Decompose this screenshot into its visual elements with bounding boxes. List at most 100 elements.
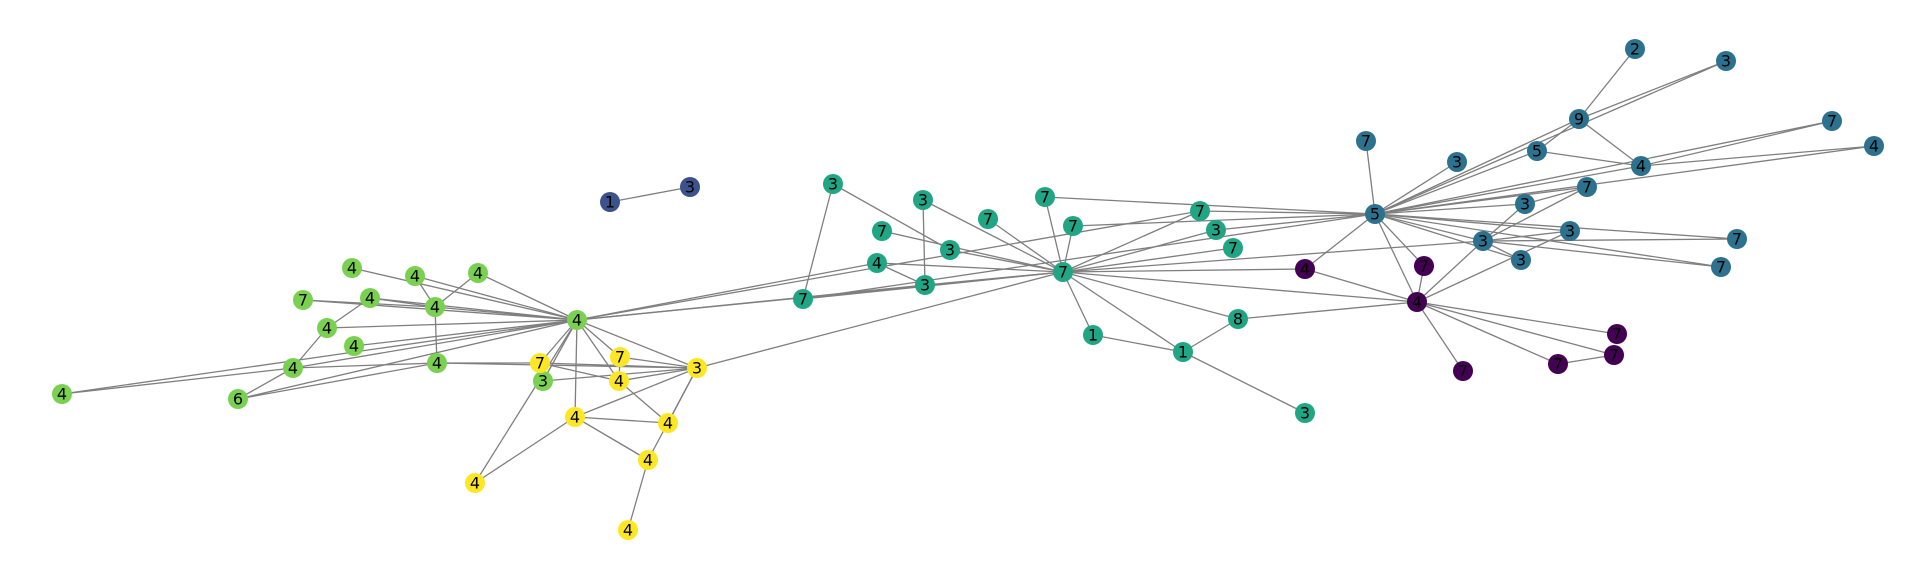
edge-t3-t9	[1374, 120, 1833, 215]
node-circle	[680, 177, 700, 197]
node-label: 8	[1233, 310, 1243, 329]
node-circle	[610, 347, 630, 367]
node-s12: 7	[1223, 238, 1243, 258]
edge-g10-g12	[61, 319, 578, 395]
node-circle	[1625, 39, 1645, 59]
edge-s14-p1	[1062, 268, 1306, 273]
node-circle	[52, 384, 72, 404]
node-y4: 3	[687, 358, 707, 378]
node-y5: 4	[565, 407, 585, 427]
edge-t4-t6	[1578, 48, 1636, 120]
node-s18: 3	[1295, 403, 1315, 423]
node-s2: 3	[913, 190, 933, 210]
node-label: 4	[1300, 260, 1310, 279]
node-p4: 7	[1607, 324, 1627, 344]
edge-g13-g12	[237, 319, 578, 400]
edge-s15-s16	[1092, 334, 1184, 353]
node-label: 4	[643, 451, 653, 470]
node-circle	[1223, 238, 1243, 258]
node-t4: 2	[1625, 39, 1645, 59]
edge-s14-t13	[1062, 240, 1484, 273]
node-circle	[283, 358, 303, 378]
edge-n1-n2	[609, 186, 691, 203]
node-y9: 4	[618, 520, 638, 540]
edge-g1-g12	[351, 267, 578, 321]
node-s7: 7	[1063, 216, 1083, 236]
node-circle	[1190, 201, 1210, 221]
edge-t3-p2	[1374, 213, 1425, 267]
edge-y5-y6	[574, 416, 669, 424]
node-s13: 7	[793, 289, 813, 309]
node-label: 7	[615, 348, 625, 367]
edge-s15-s14	[1062, 271, 1094, 336]
edge-y4-s14	[696, 271, 1064, 369]
node-circle	[913, 190, 933, 210]
node-label: 4	[365, 289, 375, 308]
node-label: 3	[1478, 232, 1488, 251]
edge-t3-t10	[1374, 145, 1875, 215]
node-circle	[1864, 136, 1884, 156]
node-t12: 7	[1577, 177, 1597, 197]
edge-y7-y9	[627, 459, 649, 531]
node-circle	[600, 192, 620, 212]
node-label: 3	[692, 359, 702, 378]
node-label: 7	[1195, 202, 1205, 221]
node-circle	[567, 310, 587, 330]
edge-s1-s13	[802, 183, 834, 300]
node-label: 4	[1412, 293, 1422, 312]
node-label: 1	[1178, 343, 1188, 362]
node-s1: 3	[823, 174, 843, 194]
edge-y1-y3	[539, 362, 620, 382]
edge-g6-g5	[369, 297, 436, 308]
node-circle	[1604, 345, 1624, 365]
node-g12: 4	[567, 310, 587, 330]
node-label: 4	[470, 474, 480, 493]
node-circle	[1727, 229, 1747, 249]
node-circle	[565, 407, 585, 427]
node-circle	[465, 473, 485, 493]
node-label: 7	[983, 210, 993, 229]
node-circle	[1560, 221, 1580, 241]
node-circle	[405, 266, 425, 286]
node-label: 7	[1609, 346, 1619, 365]
node-s4: 3	[940, 240, 960, 260]
node-label: 7	[1058, 263, 1068, 282]
node-label: 4	[430, 298, 440, 317]
node-label: 4	[432, 354, 442, 373]
node-p5: 7	[1604, 345, 1624, 365]
edge-y8-y5	[474, 416, 576, 484]
edge-s3-s14	[881, 230, 1064, 273]
node-label: 4	[570, 408, 580, 427]
node-circle	[1228, 309, 1248, 329]
node-circle	[360, 288, 380, 308]
edge-t7-t8	[1536, 150, 1642, 167]
edge-y7-y4	[647, 367, 698, 461]
edge-g6-g12	[369, 297, 578, 321]
node-label: 7	[298, 291, 308, 310]
node-circle	[1607, 324, 1627, 344]
edge-s6-s14	[1044, 196, 1064, 273]
node-t6: 9	[1569, 109, 1589, 129]
edge-s12-s14	[1062, 247, 1234, 273]
node-t7: 5	[1527, 141, 1547, 161]
edge-t3-t16	[1374, 213, 1738, 240]
node-circle	[1414, 256, 1434, 276]
node-label: 7	[1612, 325, 1622, 344]
edge-t3-p1	[1304, 213, 1376, 270]
node-label: 3	[1520, 195, 1530, 214]
edge-s8-t3	[1199, 210, 1376, 215]
edge-s9-s14	[1062, 229, 1217, 273]
node-circle	[1527, 141, 1547, 161]
edge-p3-p6	[1416, 301, 1559, 365]
node-label: 4	[1636, 157, 1646, 176]
edge-s7-t3	[1072, 213, 1376, 227]
edge-t1-t3	[1365, 140, 1376, 215]
edge-t6-t8	[1578, 118, 1642, 167]
node-label: 7	[1228, 239, 1238, 258]
edge-t3-t5	[1374, 60, 1727, 215]
node-t1: 7	[1356, 131, 1376, 151]
node-circle	[342, 258, 362, 278]
edge-t8-t9	[1640, 120, 1833, 167]
edge-y3-y4	[618, 367, 698, 382]
